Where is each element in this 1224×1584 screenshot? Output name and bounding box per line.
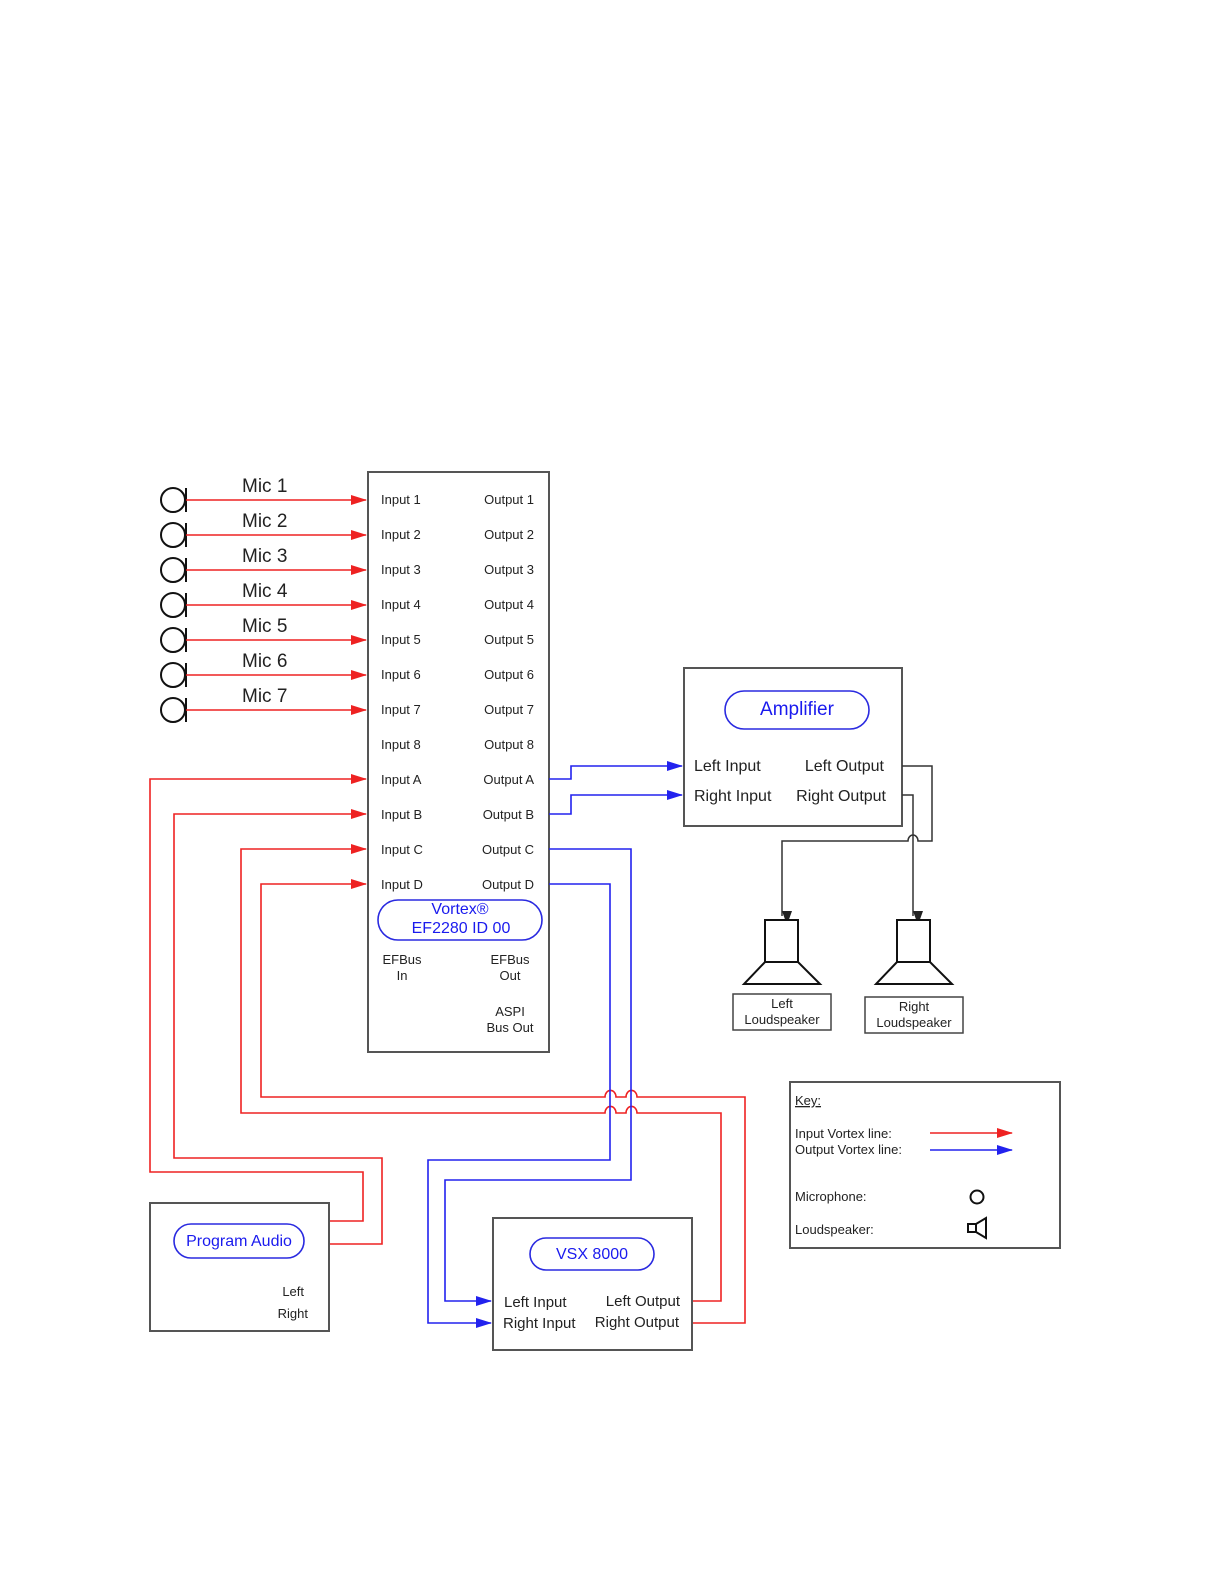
vsx-pill (529, 1237, 655, 1271)
mic-label: Mic 6 (242, 651, 287, 672)
program-audio-left: Left (282, 1284, 304, 1299)
vortex-input-label: Input D (381, 877, 423, 892)
vortex-id: EF2280 ID 00 (412, 920, 511, 937)
program-audio-right: Right (278, 1306, 309, 1321)
right-speaker-label-box (864, 996, 964, 1034)
mic-label: Mic 5 (242, 616, 287, 637)
vortex-output-label: Output 1 (484, 492, 534, 507)
vsx-right-input: Right Input (503, 1315, 576, 1332)
key-input-line-label: Input Vortex line: (795, 1126, 892, 1141)
mic-label: Mic 4 (242, 581, 288, 602)
vsx-right-output: Right Output (595, 1314, 680, 1331)
line-output-a-to-amp-left (549, 761, 683, 780)
right-speaker-label: Right (899, 999, 930, 1014)
vortex-output-label: Output 7 (484, 702, 534, 717)
line-output-b-to-amp-right (549, 790, 683, 815)
mic-label: Mic 3 (242, 546, 287, 567)
vortex-box (367, 471, 550, 1053)
key-microphone-icon (969, 1189, 985, 1205)
vortex-output-label: Output 8 (484, 737, 534, 752)
key-box (789, 1081, 1061, 1249)
efbus-out-label: EFBus (490, 952, 530, 967)
program-audio-title: Program Audio (186, 1233, 292, 1250)
vortex-input-label: Input 5 (381, 632, 421, 647)
vortex-output-label: Output 4 (484, 597, 534, 612)
vortex-output-label: Output B (483, 807, 534, 822)
amplifier-pill (724, 690, 870, 730)
left-speaker-label-2: Loudspeaker (744, 1012, 820, 1027)
right-speaker-icon (873, 919, 955, 985)
vsx-left-input: Left Input (504, 1294, 567, 1311)
mic-label: Mic 1 (242, 476, 287, 497)
vortex-input-label: Input 4 (381, 597, 421, 612)
vortex-output-label: Output 3 (484, 562, 534, 577)
line-amp-left-to-left-speaker (781, 765, 933, 916)
right-speaker-label-2: Loudspeaker (876, 1015, 952, 1030)
amp-right-output: Right Output (796, 788, 886, 805)
line-vsx-right-to-input-d (260, 879, 746, 1324)
left-speaker-icon (741, 919, 823, 985)
line-program-right-to-input-b (173, 809, 383, 1245)
microphones: Mic 1 Mic 2 Mic 3 Mic 4 Mic 5 Mic 6 Mic 7 (160, 476, 367, 723)
vortex-input-label: Input 7 (381, 702, 421, 717)
key-output-line-label: Output Vortex line: (795, 1142, 902, 1157)
aspi-label: ASPI (495, 1004, 525, 1019)
efbus-out-label-2: Out (500, 968, 521, 983)
vortex-ports: Input 1 Output 1 Input 2 Output 2 Input 3 Out… (381, 492, 534, 892)
aspi-label-2: Bus Out (487, 1020, 534, 1035)
microphone-icon (160, 697, 187, 723)
efbus-in-label: EFBus (382, 952, 422, 967)
vsx-left-output: Left Output (606, 1293, 681, 1310)
vortex-name-pill (377, 899, 543, 941)
key-loudspeaker-icon (967, 1216, 987, 1240)
vortex-input-label: Input 2 (381, 527, 421, 542)
vortex-input-label: Input 8 (381, 737, 421, 752)
vortex-output-label: Output A (483, 772, 534, 787)
key-loudspeaker-label: Loudspeaker: (795, 1222, 874, 1237)
key-microphone-label: Microphone: (795, 1189, 867, 1204)
left-speaker-label: Left (771, 996, 793, 1011)
line-program-left-to-input-a (149, 774, 367, 1222)
vortex-output-label: Output 5 (484, 632, 534, 647)
vortex-output-label: Output 2 (484, 527, 534, 542)
microphone-icon (160, 487, 187, 513)
vortex-output-label: Output 6 (484, 667, 534, 682)
microphone-icon (160, 627, 187, 653)
vortex-input-label: Input C (381, 842, 423, 857)
amp-right-input: Right Input (694, 788, 772, 805)
amp-left-input: Left Input (694, 758, 761, 775)
mic-label: Mic 2 (242, 511, 287, 532)
amp-left-output: Left Output (805, 758, 885, 775)
line-output-d-to-vsx-right (427, 883, 611, 1328)
line-amp-right-to-right-speaker (902, 794, 913, 916)
line-vsx-left-to-input-c (240, 844, 722, 1302)
vortex-output-label: Output C (482, 842, 534, 857)
vsx-title: VSX 8000 (556, 1246, 628, 1263)
vortex-input-label: Input A (381, 772, 422, 787)
microphone-icon (160, 557, 187, 583)
line-output-c-to-vsx-left (444, 848, 632, 1306)
amplifier-title: Amplifier (760, 699, 835, 720)
vortex-name: Vortex® (431, 901, 488, 918)
microphone-icon (160, 522, 187, 548)
vortex-input-label: Input 1 (381, 492, 421, 507)
mic-label: Mic 7 (242, 686, 287, 707)
vortex-input-label: Input B (381, 807, 422, 822)
efbus-in-label-2: In (397, 968, 408, 983)
microphone-icon (160, 592, 187, 618)
microphone-icon (160, 662, 187, 688)
left-speaker-label-box (732, 993, 832, 1031)
program-audio-pill (173, 1223, 305, 1259)
key-title: Key: (795, 1093, 821, 1108)
vortex-input-label: Input 3 (381, 562, 421, 577)
vortex-output-label: Output D (482, 877, 534, 892)
vortex-input-label: Input 6 (381, 667, 421, 682)
